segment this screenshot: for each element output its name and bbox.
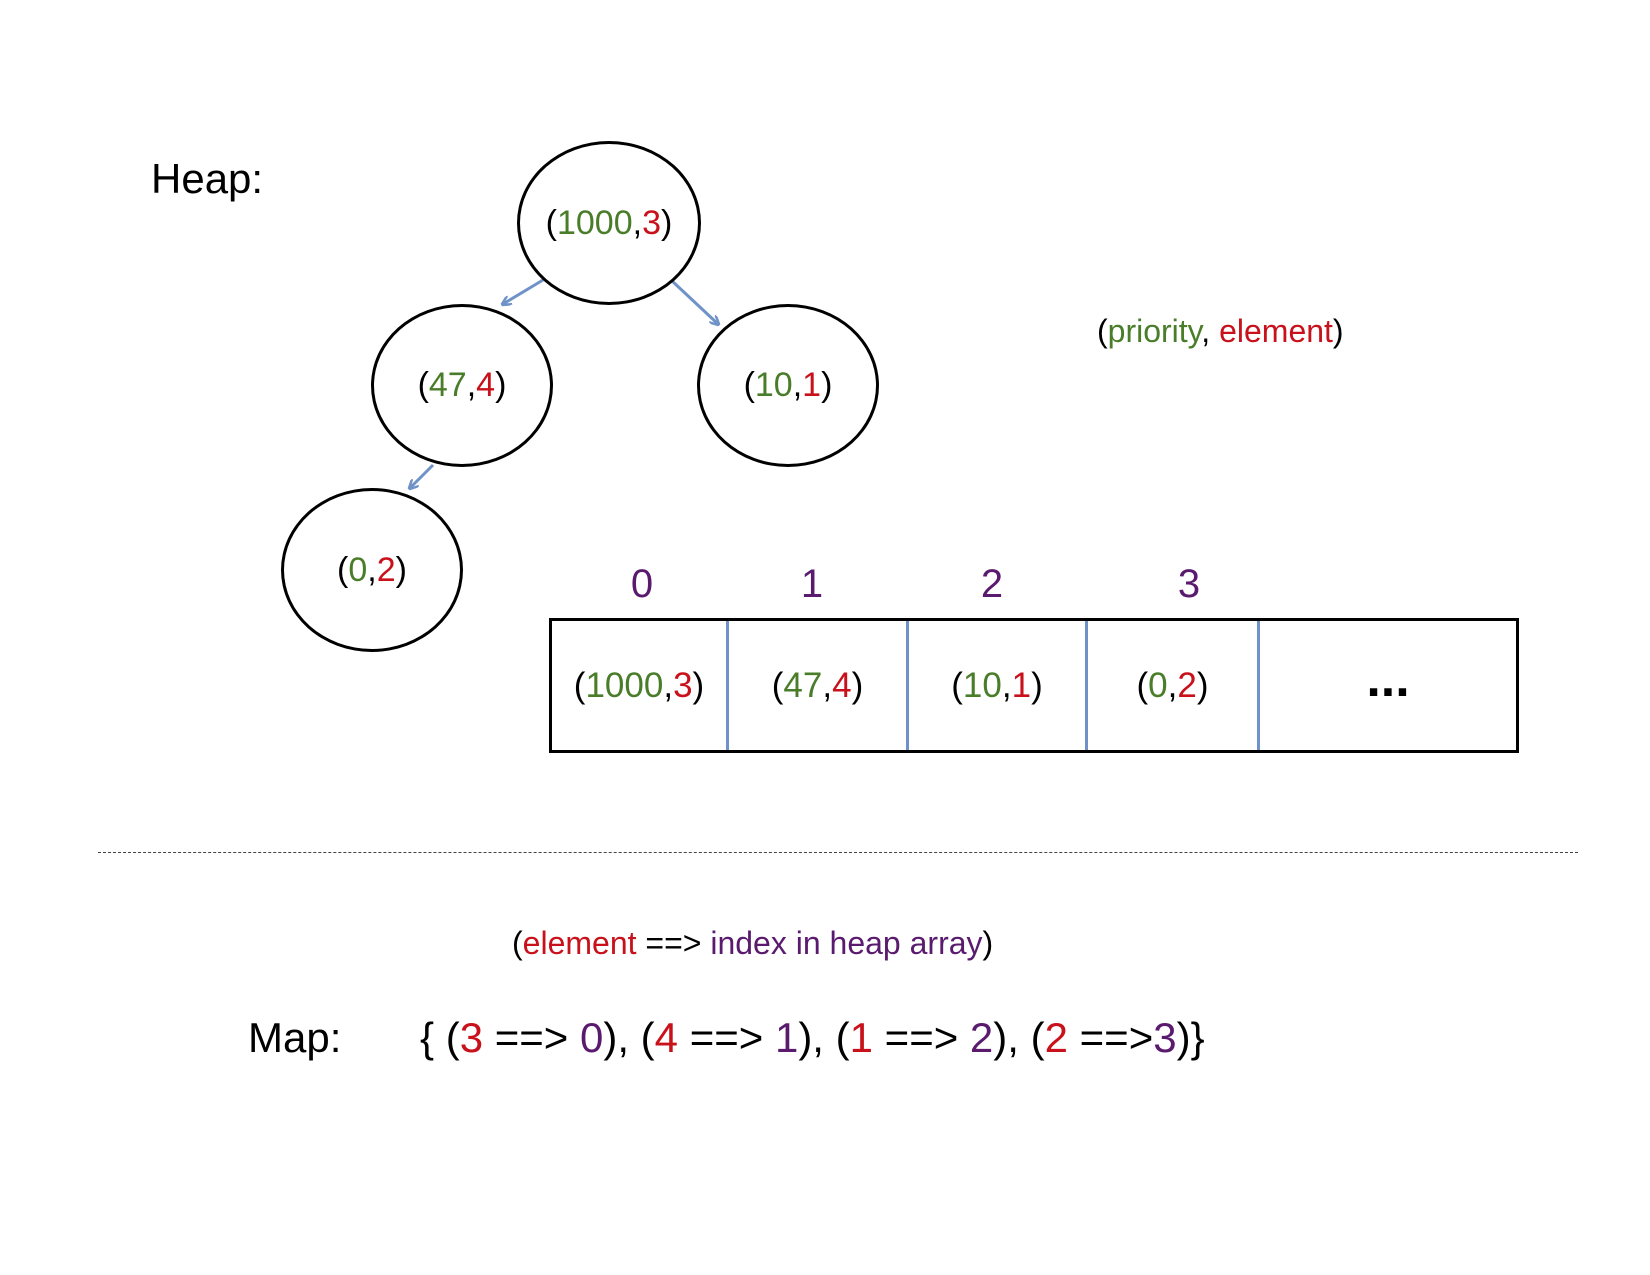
map-title: Map:: [248, 1014, 342, 1061]
node-element: 1: [802, 366, 822, 404]
heap-node-right: (10, 1): [697, 304, 879, 467]
heap-title: Heap:: [151, 155, 264, 202]
map-legend: (element ==> index in heap array): [512, 925, 994, 961]
node-priority: 0: [348, 550, 368, 589]
node-element: 3: [642, 203, 661, 242]
edge-root-left: [503, 278, 544, 304]
section-divider: [98, 852, 1578, 853]
array-index-label: 2: [980, 562, 1004, 606]
map-value: 2: [969, 1014, 994, 1061]
node-priority: 1000: [556, 203, 633, 242]
map-value: 0: [579, 1014, 604, 1061]
node-priority: 10: [754, 366, 793, 404]
map-key: 4: [654, 1014, 679, 1061]
edge-root-right: [669, 278, 718, 324]
array-cell: (47, 4): [771, 665, 864, 705]
array-cell-divider: [1257, 621, 1260, 750]
array-cell-divider: [726, 621, 729, 750]
map-key: 1: [849, 1014, 873, 1061]
map-key: 3: [459, 1014, 484, 1061]
array-cell-divider: [1085, 621, 1088, 750]
array-cell: (1000, 3): [573, 665, 705, 705]
array-cell-ellipsis: ...: [1366, 649, 1410, 708]
array-cell: (10, 1): [951, 665, 1043, 705]
array-index-label: 0: [630, 562, 654, 606]
array-index-label: 1: [800, 562, 824, 606]
array-cell: (0, 2): [1136, 665, 1209, 705]
node-priority: 47: [428, 366, 467, 404]
map-entries: { (3 ==> 0), (4 ==> 1), (1 ==> 2), (2 ==…: [420, 1014, 1205, 1061]
map-value: 1: [774, 1014, 799, 1061]
node-element: 4: [476, 366, 496, 404]
array-cell-divider: [906, 621, 909, 750]
edge-left-leftleft: [410, 463, 435, 488]
heap-array: (1000, 3) (47, 4) (10, 1) (0, 2) ...: [549, 618, 1519, 753]
heap-node-root: (1000, 3): [517, 141, 701, 305]
map-key: 2: [1044, 1014, 1068, 1061]
map-value: 3: [1153, 1014, 1177, 1061]
heap-edges: [0, 278, 1650, 900]
array-index-label: 3: [1177, 562, 1201, 606]
heap-node-leftleft: (0, 2): [281, 488, 463, 652]
node-element: 2: [376, 550, 396, 589]
tuple-legend: (priority, element): [1097, 313, 1344, 349]
heap-node-left: (47, 4): [371, 304, 553, 467]
